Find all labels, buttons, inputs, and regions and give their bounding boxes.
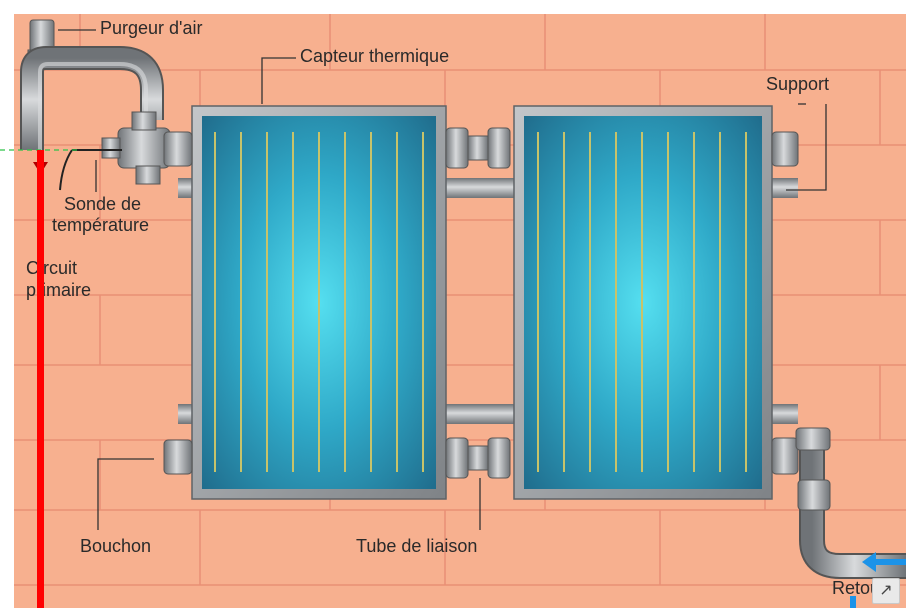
label-sonde-2: température: [52, 215, 150, 235]
blue-flow-line: [850, 552, 906, 608]
label-tube: Tube de liaison: [356, 536, 478, 556]
label-sonde-1: Sonde de: [64, 194, 142, 214]
label-capteur: Capteur thermique: [300, 46, 450, 66]
label-support: Support: [766, 74, 830, 94]
return-pipe: [795, 427, 906, 579]
pipe-unions: [163, 127, 799, 479]
leader-lines: [58, 29, 827, 530]
expand-arrow-icon[interactable]: ↗: [872, 578, 900, 604]
label-circuit-1: Circuit: [26, 258, 78, 278]
label-circuit-2: primaire: [26, 280, 92, 300]
label-purgeur: Purgeur d'air: [100, 18, 203, 38]
red-flow-overlay: [37, 150, 44, 608]
collector-right: [513, 105, 773, 500]
label-bouchon: Bouchon: [80, 536, 152, 556]
temperature-probe: [59, 149, 122, 191]
air-vent-assembly: [20, 19, 171, 185]
collector-left: [191, 105, 447, 500]
